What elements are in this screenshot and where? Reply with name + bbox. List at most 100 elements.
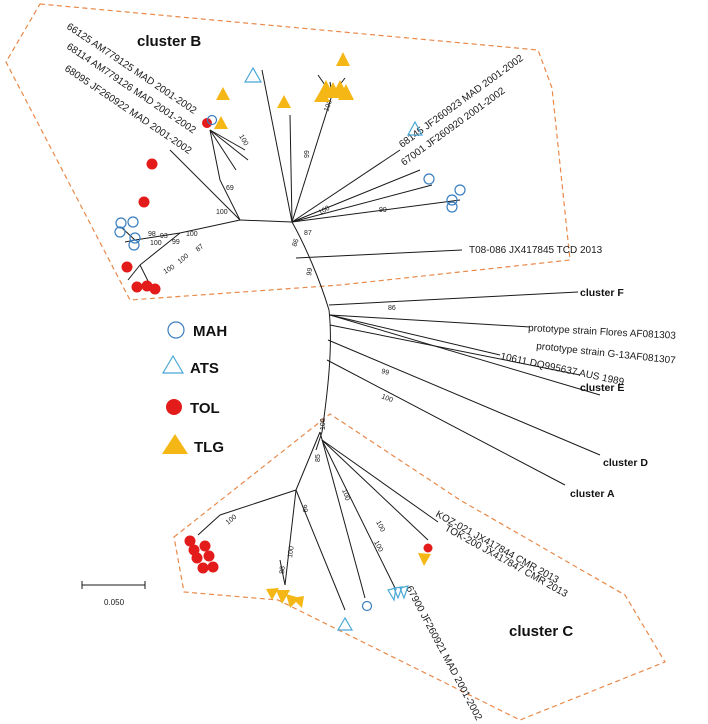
tol-marker — [146, 158, 158, 170]
tlg-marker — [266, 588, 279, 600]
bootstrap-value: 100 — [216, 209, 228, 216]
mah-marker — [446, 201, 458, 213]
bootstrap-value: 100 — [318, 205, 332, 217]
bootstrap-value: 100 — [177, 253, 191, 266]
tip-t08086: T08-086 JX417845 TCD 2013 — [469, 245, 603, 256]
tip-68114: 68114 AM779126 MAD 2001-2002 — [64, 41, 198, 136]
mah-marker — [114, 226, 126, 238]
tlg-legend-icon — [162, 434, 188, 454]
mah-legend-icon — [167, 321, 185, 339]
tip-67900: 67900 JF260921 MAD 2001-2002 — [403, 584, 484, 723]
ats-marker — [406, 120, 424, 136]
mah-marker — [128, 239, 140, 251]
tol-marker — [203, 550, 215, 562]
cluster-e-label: cluster E — [580, 382, 624, 394]
bootstrap-value: 99 — [172, 239, 180, 246]
tlg-marker — [276, 590, 290, 604]
mah-marker — [129, 232, 141, 244]
cluster-c-markers — [184, 535, 433, 631]
bootstrap-value: 88 — [279, 566, 287, 574]
tip-tok: TOK-200 JX417847 CMR 2013 — [443, 523, 570, 600]
bootstrap-value: 87 — [195, 243, 206, 253]
cluster-b-label: cluster B — [137, 33, 201, 50]
mah-marker — [454, 184, 466, 196]
bootstrap-values: 100 100 99 69 100 100 98 93 99 87 100 10… — [148, 99, 396, 574]
tol-legend-icon — [166, 399, 182, 415]
legend-ats-label: ATS — [190, 360, 219, 377]
bootstrap-value: 100 — [372, 540, 384, 554]
tol-marker — [207, 561, 219, 573]
bootstrap-value: 100 — [225, 514, 239, 527]
tol-marker — [131, 281, 143, 293]
mah-marker — [115, 217, 127, 229]
tlg-marker — [277, 95, 291, 108]
mah-marker — [206, 114, 218, 126]
bootstrap-value: 99 — [300, 504, 308, 513]
legend: MAH ATS TOL TLG — [161, 321, 227, 456]
legend-tol-label: TOL — [190, 400, 220, 417]
bootstrap-value: 99 — [306, 267, 314, 276]
tlg-marker — [214, 116, 228, 129]
bootstrap-value: 100 — [380, 393, 394, 404]
tlg-marker — [314, 88, 330, 102]
cluster-c-box — [173, 413, 666, 721]
ats-marker — [243, 66, 263, 83]
cluster-c-label: cluster C — [509, 623, 573, 640]
cluster-d-label: cluster D — [603, 457, 648, 469]
legend-mah-label: MAH — [193, 323, 227, 340]
ats-marker — [393, 586, 403, 600]
bootstrap-value: 69 — [226, 185, 234, 192]
ats-legend-icon — [161, 354, 185, 374]
cluster-f-label: cluster F — [580, 287, 624, 299]
tol-marker — [138, 196, 150, 208]
ats-marker — [399, 585, 409, 600]
tol-marker — [121, 261, 133, 273]
cluster-c-branches — [197, 431, 439, 611]
tol-marker — [149, 283, 161, 295]
tip-68145: 68145 JF260923 MAD 2001-2002 — [397, 53, 526, 151]
bootstrap-value: 86 — [291, 238, 300, 248]
mah-marker — [127, 216, 139, 228]
tol-marker — [184, 535, 196, 547]
tip-flores: prototype strain Flores AF081303 — [528, 323, 677, 342]
mah-marker — [446, 194, 458, 206]
legend-tlg-label: TLG — [194, 439, 224, 456]
bootstrap-value: 100 — [237, 134, 249, 148]
ats-marker — [387, 587, 397, 602]
tlg-marker — [338, 84, 354, 100]
bootstrap-value: 100 — [374, 520, 386, 534]
tol-marker — [199, 540, 211, 552]
bootstrap-value: 86 — [388, 305, 396, 312]
bootstrap-value: 100 — [150, 240, 162, 247]
backbone — [291, 221, 331, 451]
tlg-marker — [418, 553, 431, 566]
bootstrap-value: 100 — [340, 488, 351, 501]
bootstrap-value: 87 — [304, 230, 312, 237]
bootstrap-value: 100 — [186, 231, 198, 238]
cluster-b-box — [5, 3, 571, 301]
bootstrap-value: 99 — [381, 368, 390, 377]
bootstrap-value: 99 — [379, 207, 387, 214]
bootstrap-value: 98 — [148, 231, 156, 238]
bootstrap-value: 100 — [287, 546, 296, 559]
bootstrap-value: 100 — [320, 418, 327, 430]
bootstrap-value: 99 — [304, 150, 311, 158]
cluster-b-branches — [121, 69, 463, 286]
scale-bar-label: 0.050 — [104, 598, 125, 607]
cluster-b-markers — [114, 52, 466, 295]
ats-marker — [336, 616, 354, 631]
bootstrap-value: 100 — [323, 99, 334, 112]
mah-marker — [361, 600, 373, 612]
scale-bar: 0.050 — [81, 581, 146, 607]
tol-marker — [191, 552, 203, 564]
bootstrap-value: 93 — [160, 233, 168, 240]
tlg-marker — [336, 52, 350, 66]
main-branches — [326, 291, 601, 486]
tol-marker — [423, 543, 433, 553]
bootstrap-value: 100 — [163, 264, 177, 276]
cluster-a-label: cluster A — [570, 488, 615, 500]
tlg-marker — [216, 87, 230, 100]
tlg-marker — [292, 596, 304, 608]
tip-67001: 67001 JF260920 2001-2002 — [399, 85, 507, 168]
